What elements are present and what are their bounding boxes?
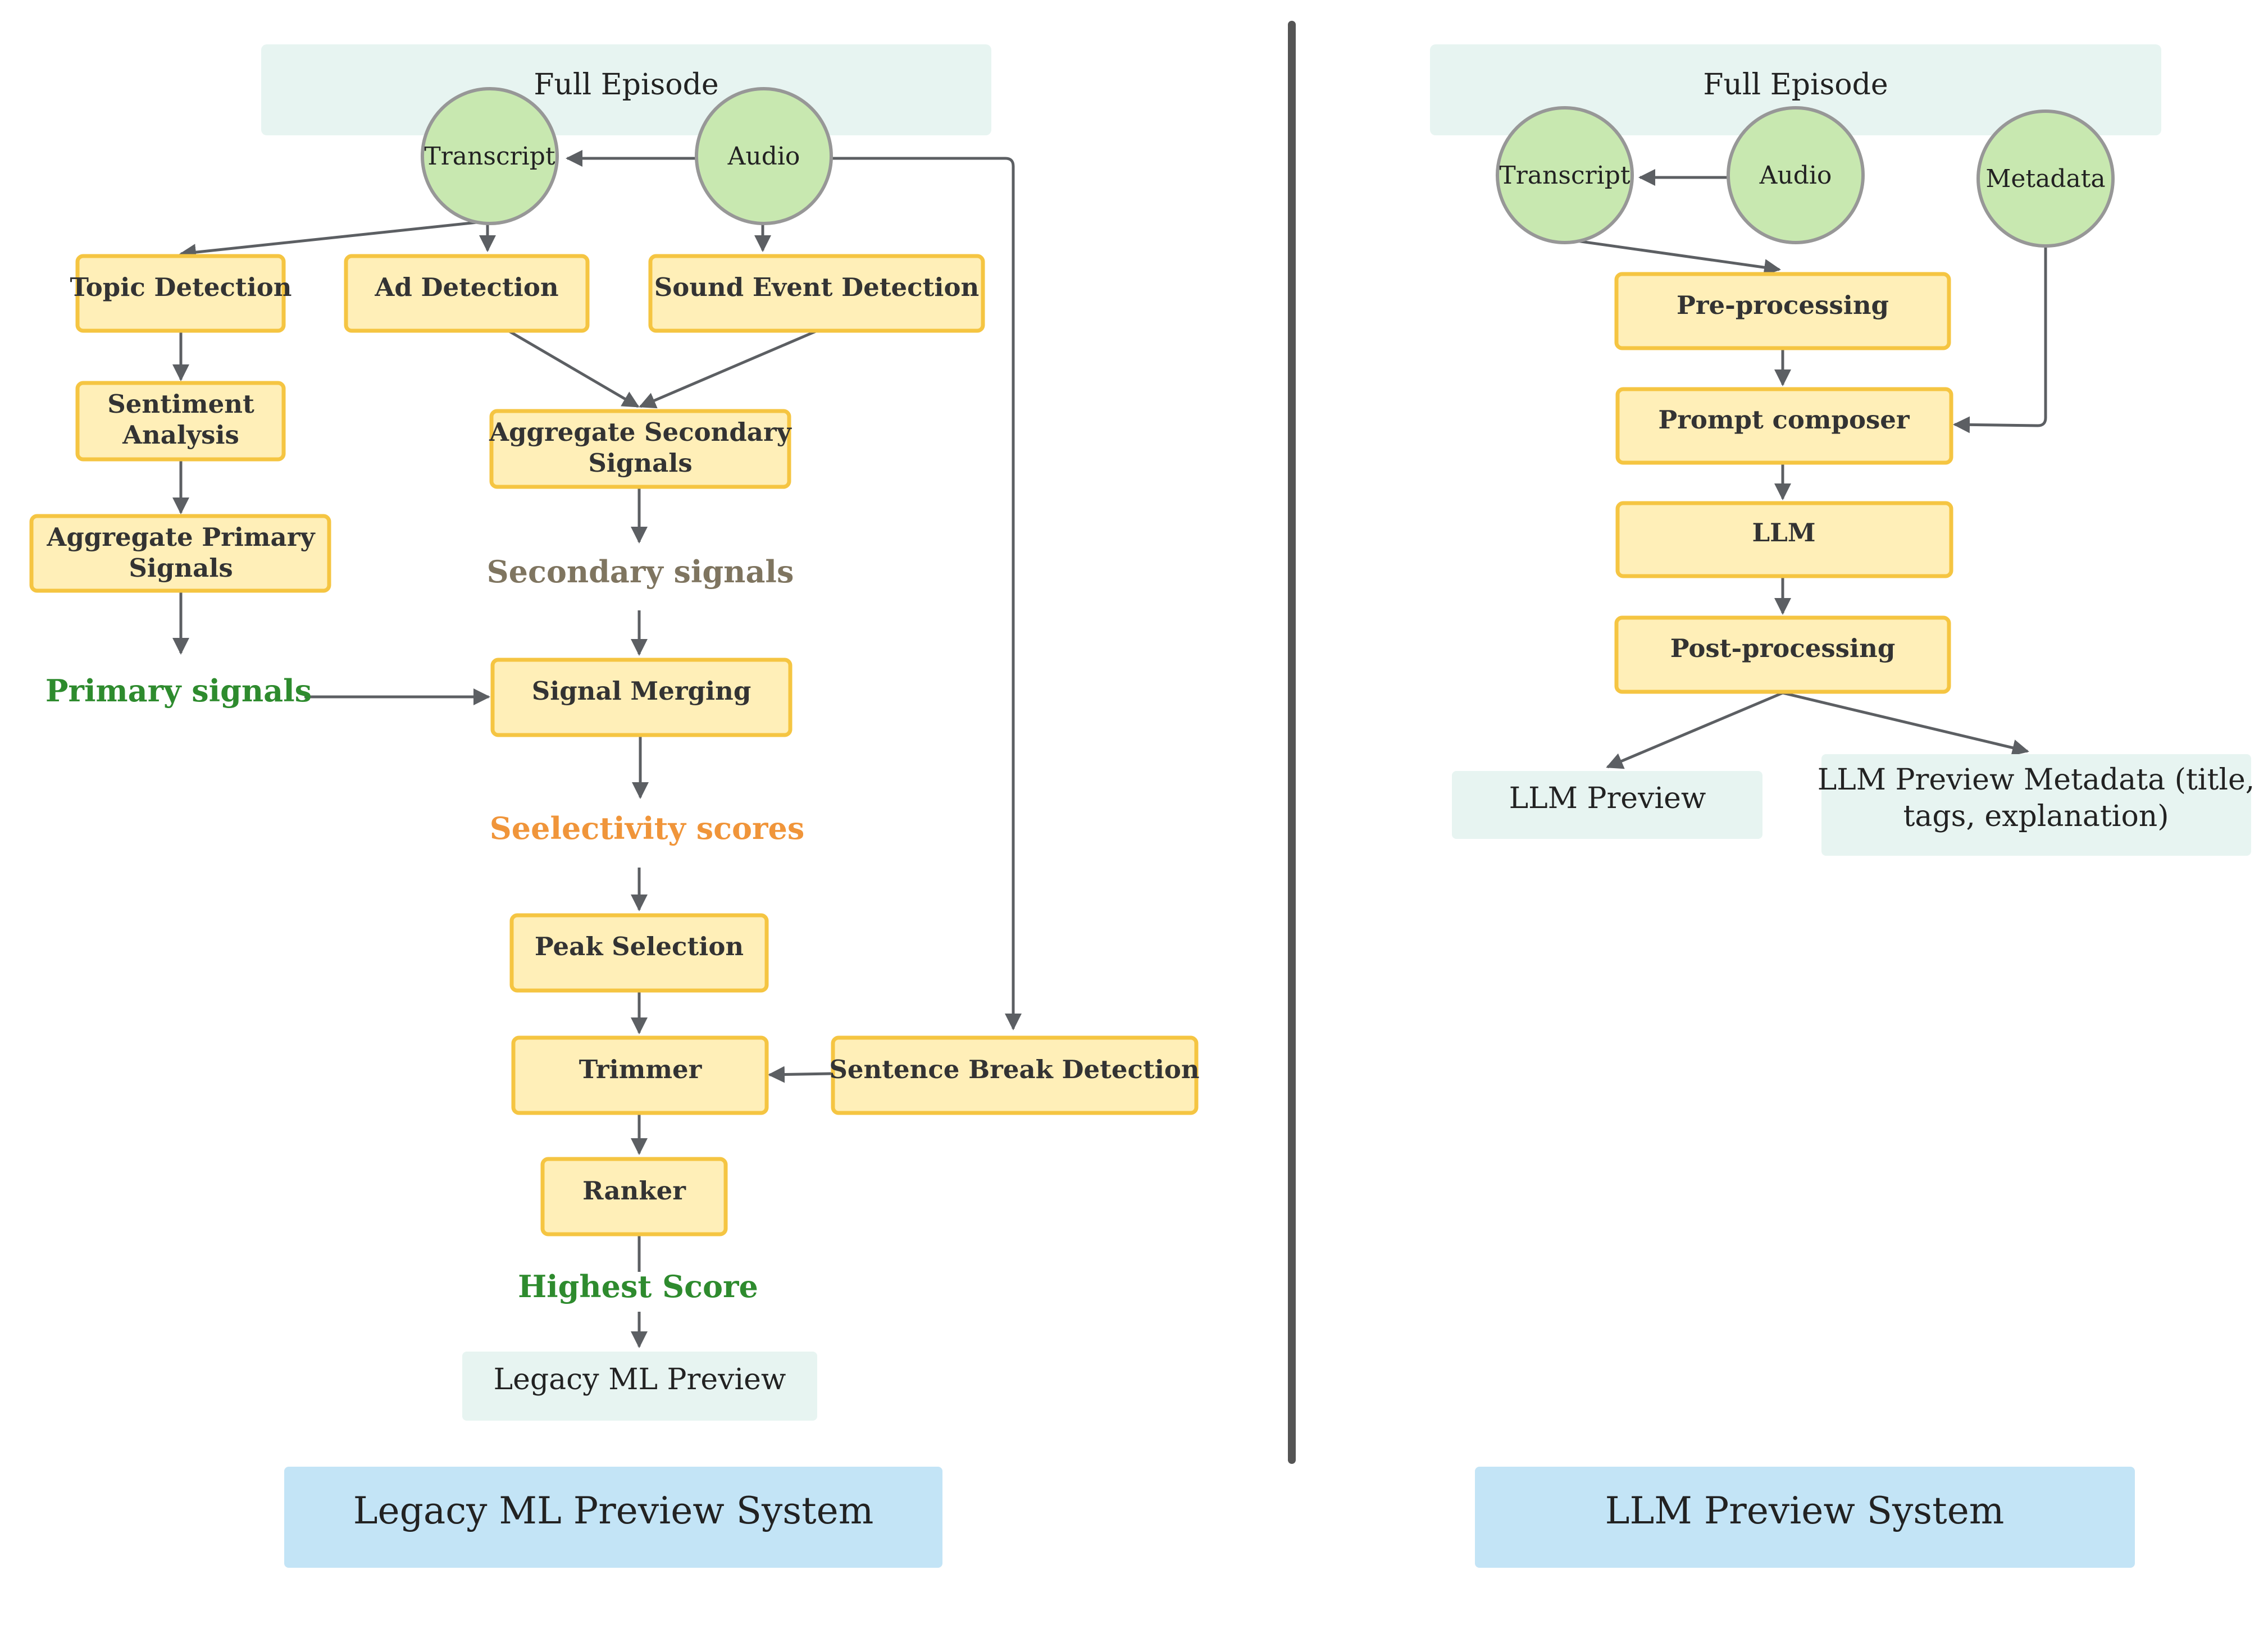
legacy-ml-preview-box xyxy=(462,1352,817,1421)
aggregate-secondary-box xyxy=(489,409,791,489)
aggregate-secondary-label-line2: Signals xyxy=(588,448,692,478)
legacy-system-label: Legacy ML Preview System xyxy=(353,1489,874,1532)
llm-preview-metadata-label-line2: tags, explanation) xyxy=(1903,800,2169,833)
peak-selection-box xyxy=(509,913,769,993)
llm-preview-box xyxy=(1452,771,1762,839)
llm-system-label-box xyxy=(1475,1467,2135,1568)
prompt-composer-label: Prompt composer xyxy=(1658,405,1910,435)
llm-transcript-node xyxy=(1496,106,1634,244)
llm-preview-label: LLM Preview xyxy=(1509,782,1706,815)
edge-transcript-to-topic xyxy=(179,220,488,261)
sound-event-detection-label: Sound Event Detection xyxy=(654,272,979,302)
llm-audio-node xyxy=(1727,106,1865,244)
aggregate-secondary-label-line1: Aggregate Secondary xyxy=(489,417,792,447)
aggregate-primary-box xyxy=(29,514,331,593)
signal-merging-box xyxy=(490,658,793,737)
peak-selection-label: Peak Selection xyxy=(535,932,744,961)
legacy-transcript-node xyxy=(421,87,559,225)
sentiment-analysis-label-line1: Sentiment xyxy=(107,389,254,419)
post-processing-box xyxy=(1614,615,1951,694)
secondary-signals-label: Secondary signals xyxy=(487,554,794,590)
llm-metadata-label: Metadata xyxy=(1985,165,2105,193)
edge-postprocessing-to-preview-metadata xyxy=(1782,691,2029,756)
ad-detection-box xyxy=(344,254,590,333)
llm-full-episode-label: Full Episode xyxy=(1703,68,1888,102)
edge-sentence-break-to-trimmer xyxy=(768,1066,832,1083)
highest-score-label: Highest Score xyxy=(518,1268,758,1304)
legacy-system-label-box xyxy=(284,1467,942,1568)
ranker-label: Ranker xyxy=(582,1176,686,1206)
legacy-transcript-label: Transcript xyxy=(424,142,555,171)
edge-sound-to-aggregate-secondary xyxy=(639,329,818,409)
topic-detection-label: Topic Detection xyxy=(70,272,292,302)
legacy-full-episode-label: Full Episode xyxy=(534,68,718,102)
llm-full-episode-box xyxy=(1430,44,2161,135)
legacy-audio-node xyxy=(695,87,833,225)
pre-processing-label: Pre-processing xyxy=(1677,290,1889,320)
sentiment-analysis-label-line2: Analysis xyxy=(122,420,239,450)
legacy-edges xyxy=(172,150,1022,1348)
aggregate-primary-label-line1: Aggregate Primary xyxy=(46,522,316,552)
edge-ad-to-aggregate-secondary xyxy=(507,329,640,408)
sentence-break-detection-box xyxy=(831,1035,1199,1115)
pre-processing-box xyxy=(1614,272,1951,350)
llm-preview-metadata-label-line1: LLM Preview Metadata (title, xyxy=(1818,763,2255,797)
llm-transcript-label: Transcript xyxy=(1499,161,1630,190)
sentiment-analysis-box xyxy=(75,381,286,462)
trimmer-box xyxy=(511,1035,769,1115)
sound-event-detection-box xyxy=(648,254,985,333)
edge-metadata-to-prompt xyxy=(1953,245,2047,433)
signal-merging-label: Signal Merging xyxy=(532,676,752,706)
sentence-break-detection-label: Sentence Break Detection xyxy=(829,1055,1199,1084)
post-processing-label: Post-processing xyxy=(1670,633,1896,663)
llm-metadata-node xyxy=(1976,109,2115,248)
ad-detection-label: Ad Detection xyxy=(374,272,558,302)
legacy-audio-label: Audio xyxy=(727,142,800,171)
llm-label: LLM xyxy=(1752,518,1815,547)
llm-edges xyxy=(1564,169,2047,769)
llm-system-label: LLM Preview System xyxy=(1605,1489,2005,1532)
llm-box xyxy=(1615,501,1953,578)
selectivity-scores-label: Seelectivity scores xyxy=(490,810,804,846)
legacy-ml-preview-label: Legacy ML Preview xyxy=(494,1363,786,1397)
edge-llm-transcript-to-preprocessing xyxy=(1564,238,1781,276)
edge-audio-to-sentence-break xyxy=(832,157,1022,1030)
llm-audio-label: Audio xyxy=(1759,161,1832,190)
aggregate-primary-label-line2: Signals xyxy=(129,553,233,583)
ranker-box xyxy=(540,1157,728,1236)
topic-detection-box xyxy=(75,254,286,333)
trimmer-label: Trimmer xyxy=(579,1055,703,1084)
prompt-composer-box xyxy=(1615,387,1953,465)
edge-postprocessing-to-llm-preview xyxy=(1606,691,1783,769)
llm-preview-metadata-box xyxy=(1821,754,2251,856)
primary-signals-label: Primary signals xyxy=(45,673,312,709)
